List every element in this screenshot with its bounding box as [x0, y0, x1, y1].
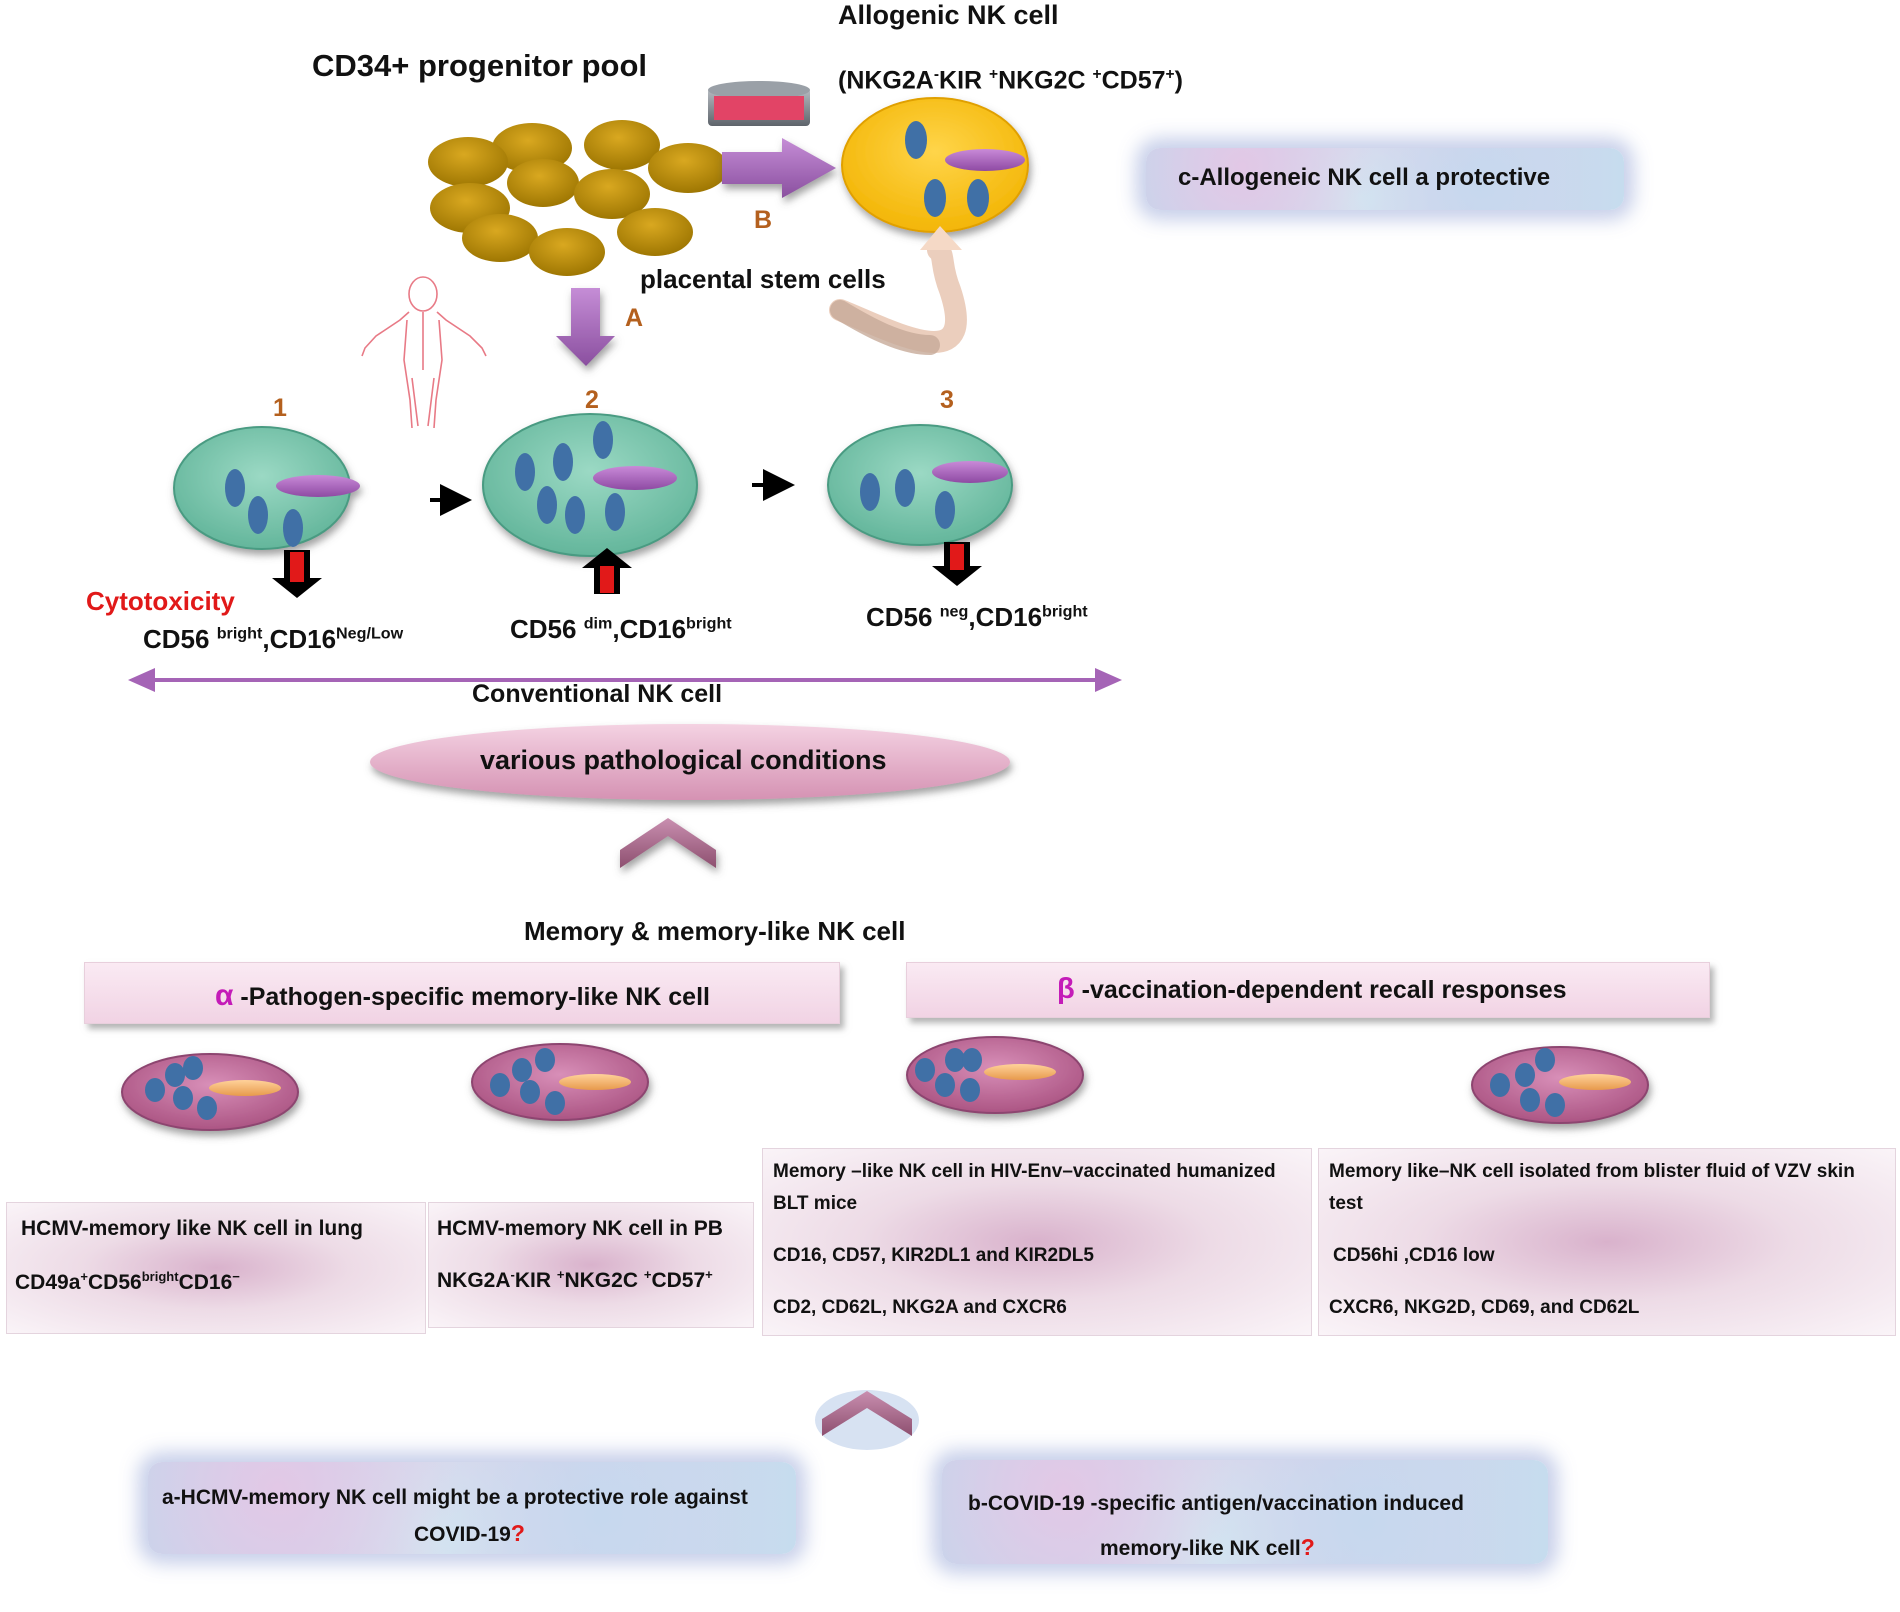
memory-cell-2	[471, 1043, 649, 1121]
alpha-band: α -Pathogen-specific memory-like NK cell	[84, 962, 840, 1024]
stage-3-phenotype: CD56 neg,CD16bright	[866, 602, 1088, 632]
stage-number-1: 1	[273, 394, 287, 422]
down-arrow-stage-3	[932, 542, 982, 586]
cytotoxicity-label: Cytotoxicity	[86, 586, 235, 616]
conventional-nk-label: Conventional NK cell	[472, 680, 723, 708]
progenitor-cell	[529, 228, 605, 276]
chevron-up-icon	[620, 818, 716, 868]
arrow-b	[722, 138, 836, 198]
allogenic-nk-cell	[841, 97, 1029, 233]
progenitor-cell	[462, 214, 538, 262]
human-body-icon	[361, 276, 487, 429]
allogenic-phenotype: (NKG2A-KIR +NKG2C +CD57+)	[838, 66, 1183, 95]
stage-number-2: 2	[585, 386, 599, 414]
stage-2-phenotype: CD56 dim,CD16bright	[510, 614, 732, 644]
progenitor-cell	[507, 159, 579, 207]
progenitor-cell	[648, 143, 728, 193]
arrow-a	[556, 288, 615, 366]
box-vzv: Memory like–NK cell isolated from bliste…	[1318, 1148, 1896, 1336]
down-arrow-stage-1	[272, 550, 322, 598]
petri-dish-icon	[708, 81, 810, 126]
stage-number-3: 3	[940, 386, 954, 414]
conventional-range-arrow	[128, 668, 1122, 692]
beta-symbol: β	[1057, 973, 1075, 1005]
pathological-label: various pathological conditions	[480, 745, 887, 775]
question-mark: ?	[1300, 1534, 1315, 1560]
box-b-covid-vaccination: b-COVID-19 -specific antigen/vaccination…	[942, 1460, 1548, 1564]
memory-title: Memory & memory-like NK cell	[524, 916, 906, 946]
progenitor-cell	[584, 120, 660, 170]
stage-1-phenotype: CD56 bright,CD16Neg/Low	[143, 624, 404, 654]
beta-band: β -vaccination-dependent recall response…	[906, 962, 1710, 1018]
box1-phenotype: CD49a+CD56brightCD16−	[15, 1269, 240, 1294]
progenitor-pool-title: CD34+ progenitor pool	[312, 48, 647, 83]
nk-cell-stage-1	[173, 426, 360, 550]
alpha-symbol: α	[215, 979, 234, 1012]
pathological-ellipse	[370, 724, 1010, 800]
box-hcmv-pb: HCMV-memory NK cell in PB NKG2A-KIR +NKG…	[428, 1202, 754, 1328]
box-hiv-env: Memory –like NK cell in HIV-Env–vaccinat…	[762, 1148, 1312, 1336]
box2-phenotype: NKG2A-KIR +NKG2C +CD57+	[437, 1267, 713, 1292]
progenitor-pool	[428, 120, 728, 276]
up-arrow-stage-2	[582, 548, 632, 594]
allogenic-title: Allogenic NK cell	[838, 0, 1059, 30]
memory-cell-3	[906, 1036, 1084, 1114]
box-a-hcmv-covid: a-HCMV-memory NK cell might be a protect…	[148, 1462, 796, 1554]
question-mark: ?	[510, 1520, 525, 1546]
nk-cell-stage-3	[827, 424, 1013, 546]
progenitor-cell	[617, 208, 693, 256]
nk-cell-stage-2	[482, 413, 698, 557]
memory-cell-4	[1471, 1046, 1649, 1124]
label-b: B	[754, 206, 773, 234]
progenitor-cell	[428, 137, 508, 187]
label-a: A	[625, 304, 644, 332]
curved-arrow-head	[920, 226, 962, 250]
box-hcmv-lung: HCMV-memory like NK cell in lung CD49a+C…	[6, 1202, 426, 1334]
memory-cell-1	[121, 1053, 299, 1131]
chevron-up-icon-2	[822, 1391, 912, 1436]
box-c-allogeneic: c-Allogeneic NK cell a protective	[1146, 148, 1624, 210]
placental-stem-cells: placental stem cells	[640, 264, 886, 294]
progenitor-cell	[574, 169, 650, 219]
